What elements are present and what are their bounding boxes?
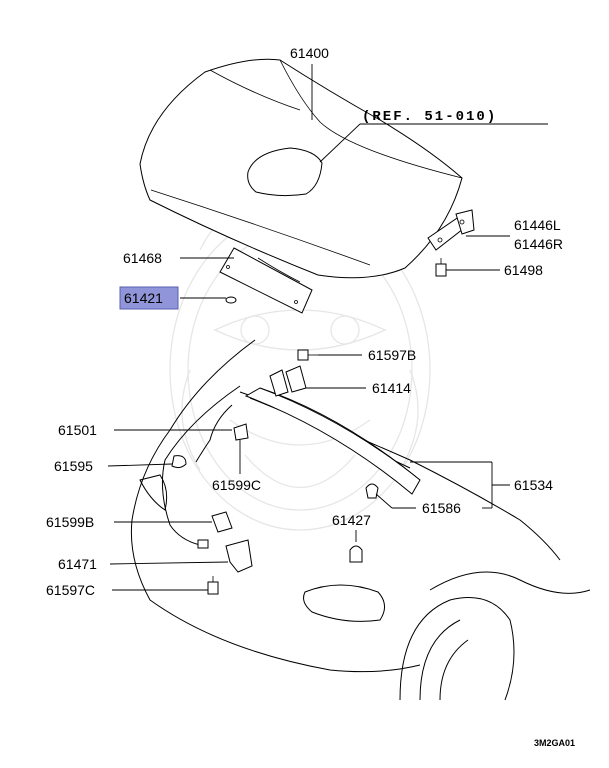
leader-lines [107, 64, 548, 591]
hood-bumper-part[interactable] [365, 483, 379, 499]
hood-latch-part[interactable] [197, 539, 253, 573]
hinge-bolt-part[interactable] [435, 258, 447, 277]
hood-hinge-part[interactable] [427, 209, 475, 251]
label-61446L[interactable]: 61446L [514, 217, 561, 233]
latch-bolt-part[interactable] [207, 576, 219, 595]
label-61498[interactable]: 61498 [504, 262, 543, 278]
label-61595[interactable]: 61595 [54, 458, 93, 474]
label-61586[interactable]: 61586 [422, 500, 461, 516]
label-61597B[interactable]: 61597B [368, 347, 416, 363]
hood-clip-part[interactable] [225, 296, 237, 304]
hood-insulator-part[interactable] [219, 247, 313, 314]
cable-clip-part[interactable] [171, 455, 187, 469]
hood-panel[interactable] [139, 58, 463, 279]
hood-striker-part[interactable] [269, 365, 307, 397]
label-61599B[interactable]: 61599B [46, 514, 94, 530]
label-61400[interactable]: 61400 [290, 45, 329, 61]
hood-weatherstrip-part[interactable] [244, 387, 421, 495]
label-61501[interactable]: 61501 [58, 422, 97, 438]
label-61471[interactable]: 61471 [58, 556, 97, 572]
hood-cushion-part[interactable] [349, 545, 363, 563]
label-61468[interactable]: 61468 [123, 250, 162, 266]
label-61446R[interactable]: 61446R [514, 236, 563, 252]
highlight-box [119, 286, 179, 310]
label-61427[interactable]: 61427 [332, 512, 371, 528]
cable-clamp-c-part[interactable] [233, 423, 249, 441]
label-61414[interactable]: 61414 [372, 380, 411, 396]
label-61597C[interactable]: 61597C [46, 582, 95, 598]
label-61599C[interactable]: 61599C [212, 477, 261, 493]
striker-bolt-part[interactable] [297, 349, 318, 361]
cable-clamp-b-part[interactable] [211, 511, 233, 533]
label-61421[interactable]: 61421 [124, 290, 163, 306]
diagram-code: 3M2GA01 [534, 738, 575, 748]
hood-release-cable-part[interactable] [161, 385, 241, 546]
reference-note: (REF. 51-010) [362, 109, 497, 125]
label-61534[interactable]: 61534 [514, 477, 553, 493]
